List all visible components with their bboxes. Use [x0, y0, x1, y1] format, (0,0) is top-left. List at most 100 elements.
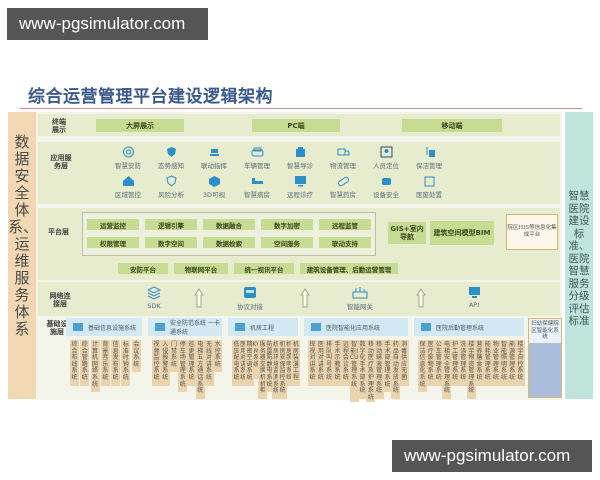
gateway-label: 智能网关: [347, 303, 373, 311]
gateway-icon: [352, 287, 368, 299]
app-item-label: 人员定位: [373, 162, 399, 170]
application-layer: 应用服务层 智慧安防态势感知联动指挥车辆管理智慧导诊物流管理人员定位保洁管理 区…: [38, 142, 560, 204]
app-item: 智慧病房: [237, 175, 277, 199]
app-item: 区域管控: [108, 175, 148, 199]
application-layer-label: 应用服务层: [50, 154, 72, 170]
infra-system-item: 手术部管理系统: [383, 340, 392, 393]
infra-system-item: 智能ICU管理系统: [349, 340, 359, 402]
app-item: 风险分析: [151, 175, 191, 199]
infra-system-item: 楼宇自控系统: [515, 340, 525, 386]
infra-system-item: 手术示教系统: [333, 340, 342, 386]
app-item-label: 智慧药房: [330, 191, 356, 199]
terminal-bigscreen: 大屏展示: [96, 119, 184, 132]
pill-icon: [337, 176, 349, 187]
infra-system-item: 计算机网络系统: [90, 340, 100, 393]
infra-group-header: 机房工程: [228, 318, 298, 336]
app-item: 医废处置: [409, 175, 449, 199]
subplatform-item: 物联网平台: [174, 263, 228, 274]
infra-group-title: 安全防范系统 一卡通系统: [170, 320, 220, 336]
watermark-bottom: www-pgsimulator.com: [392, 440, 592, 472]
infrastructure-layer-label: 基础设施层: [46, 320, 68, 336]
infra-system-item: 能源管理系统: [507, 340, 517, 386]
protocol-label: 协议对接: [237, 303, 263, 311]
infra-group-title: 基础信息设施系统: [88, 324, 137, 332]
infra-system-item: 背景音乐系统: [100, 340, 110, 386]
app-item: 物流管理: [323, 146, 363, 170]
maternal-hospital-label: 妇幼保健院区智能化系统: [529, 319, 561, 343]
infra-system-item: 标准时钟系统: [121, 340, 131, 386]
platform-item: 运营监控: [87, 219, 139, 230]
broom-icon: [426, 147, 435, 157]
terminal-pc: PC端: [252, 119, 340, 132]
infra-group-title: 医院智能化应用系统: [326, 324, 381, 332]
app-item-label: 物流管理: [330, 162, 356, 170]
infra-group-title: 机房工程: [250, 324, 275, 332]
infra-system-item: 楼宇物资管理系统: [466, 340, 476, 399]
camera-icon: [209, 149, 219, 156]
infra-system-item: 远程会诊系统: [341, 340, 351, 386]
infra-system-item: 能耗管理系统: [483, 340, 493, 386]
infra-group-header: 医院智能化应用系统: [304, 318, 408, 336]
app-item: 智慧导诊: [280, 146, 320, 170]
watermark-top: www-pgsimulator.com: [7, 8, 208, 40]
infra-system-item: 视频监控系统: [152, 340, 161, 386]
app-item: 智慧药房: [323, 175, 363, 199]
app-item-label: 3D可视: [202, 191, 226, 199]
infra-system-item: 公车管理系统: [434, 340, 444, 386]
bin-icon: [424, 176, 434, 187]
hospital-admin-icon: [421, 323, 431, 331]
app-item-label: 联动指挥: [201, 162, 227, 170]
app-item: 设备安全: [366, 175, 406, 199]
platform-item: 数字空间: [145, 237, 197, 248]
infra-system-item: 水控系统: [213, 340, 223, 373]
infra-system-item: 会议系统: [131, 340, 141, 373]
infra-system-item: 精密空调系统: [245, 340, 255, 386]
infra-system-item: 防雷防静电系统: [265, 340, 274, 393]
platform-item: 数据检索: [203, 237, 255, 248]
infra-system-item: 医用对讲系统: [238, 340, 248, 386]
infra-system-item: 智能照明系统: [499, 340, 509, 386]
app-item-label: 远程诊疗: [287, 191, 313, 199]
infra-system-item: 机房照明系统: [284, 340, 294, 386]
maternal-hospital-system: 妇幼保健院区智能化系统: [528, 318, 562, 398]
app-item: 远程诊疗: [280, 175, 320, 199]
infra-system-item: 移动输液管理系统: [374, 340, 384, 399]
infra-system-item: 入侵报警系统: [160, 340, 170, 386]
terminal-mobile: 移动端: [402, 119, 502, 132]
terminal-layer-label: 终端展示: [52, 118, 66, 134]
infra-group-header: 医院后勤管理系统: [414, 318, 524, 336]
app-item: 态势感知: [151, 146, 191, 170]
network-layer: 网络连接层 SDK 协议对接 智能网关 API: [38, 282, 560, 316]
app-item-label: 智慧安防: [115, 162, 141, 170]
subplatform-item: 统一视讯平台: [234, 263, 294, 274]
infra-group-header: 安全防范系统 一卡通系统: [148, 318, 222, 336]
infra-system-item: 机房安保监控系统: [278, 340, 288, 399]
infra-system-item: 消毒供应无菌: [399, 340, 409, 386]
api-label: API: [468, 301, 480, 309]
infra-system-item: 电梯安全管理系统: [442, 340, 452, 399]
app-item: 联动指挥: [194, 146, 234, 170]
home-lock-icon: [122, 176, 134, 186]
layers-icon: [73, 323, 83, 331]
app-item-label: 医废处置: [416, 191, 442, 199]
infra-system-item: 护工管理系统: [450, 340, 460, 386]
infra-system-item: 巡更管理系统: [187, 340, 196, 386]
infra-group-header: 基础信息设施系统: [66, 318, 142, 336]
platform-item: 逻辑引擎: [145, 219, 197, 230]
infra-system-item: 医疗废物系统: [426, 340, 436, 386]
bim-model: 建筑空间模型BIM: [430, 221, 494, 245]
platform-item: 权限管理: [87, 237, 139, 248]
app-item: 智慧安防: [108, 146, 148, 170]
infra-system-item: KVM系统: [251, 340, 261, 379]
architecture-diagram: 终端展示 大屏展示 PC端 移动端 应用服务层 智慧安防态势感知联动指挥车辆管理…: [36, 112, 562, 402]
platform-layer: 平台层 运营监控逻辑引擎数据融合数字加密远程监管 权限管理数字空间数据检索空间服…: [38, 208, 560, 280]
network-layer-label: 网络连接层: [49, 292, 71, 308]
infra-system-item: 停车场管理系统: [178, 340, 188, 393]
bed-icon: [251, 178, 263, 184]
app-item-label: 设备安全: [373, 191, 399, 199]
infra-system-item: 营养膳食系统: [475, 340, 485, 386]
infra-system-item: 排队叫号系统: [324, 340, 334, 386]
monitor-icon: [294, 176, 306, 187]
infra-group-title: 医院后勤管理系统: [436, 324, 485, 332]
app-item: 3D可视: [194, 175, 234, 199]
